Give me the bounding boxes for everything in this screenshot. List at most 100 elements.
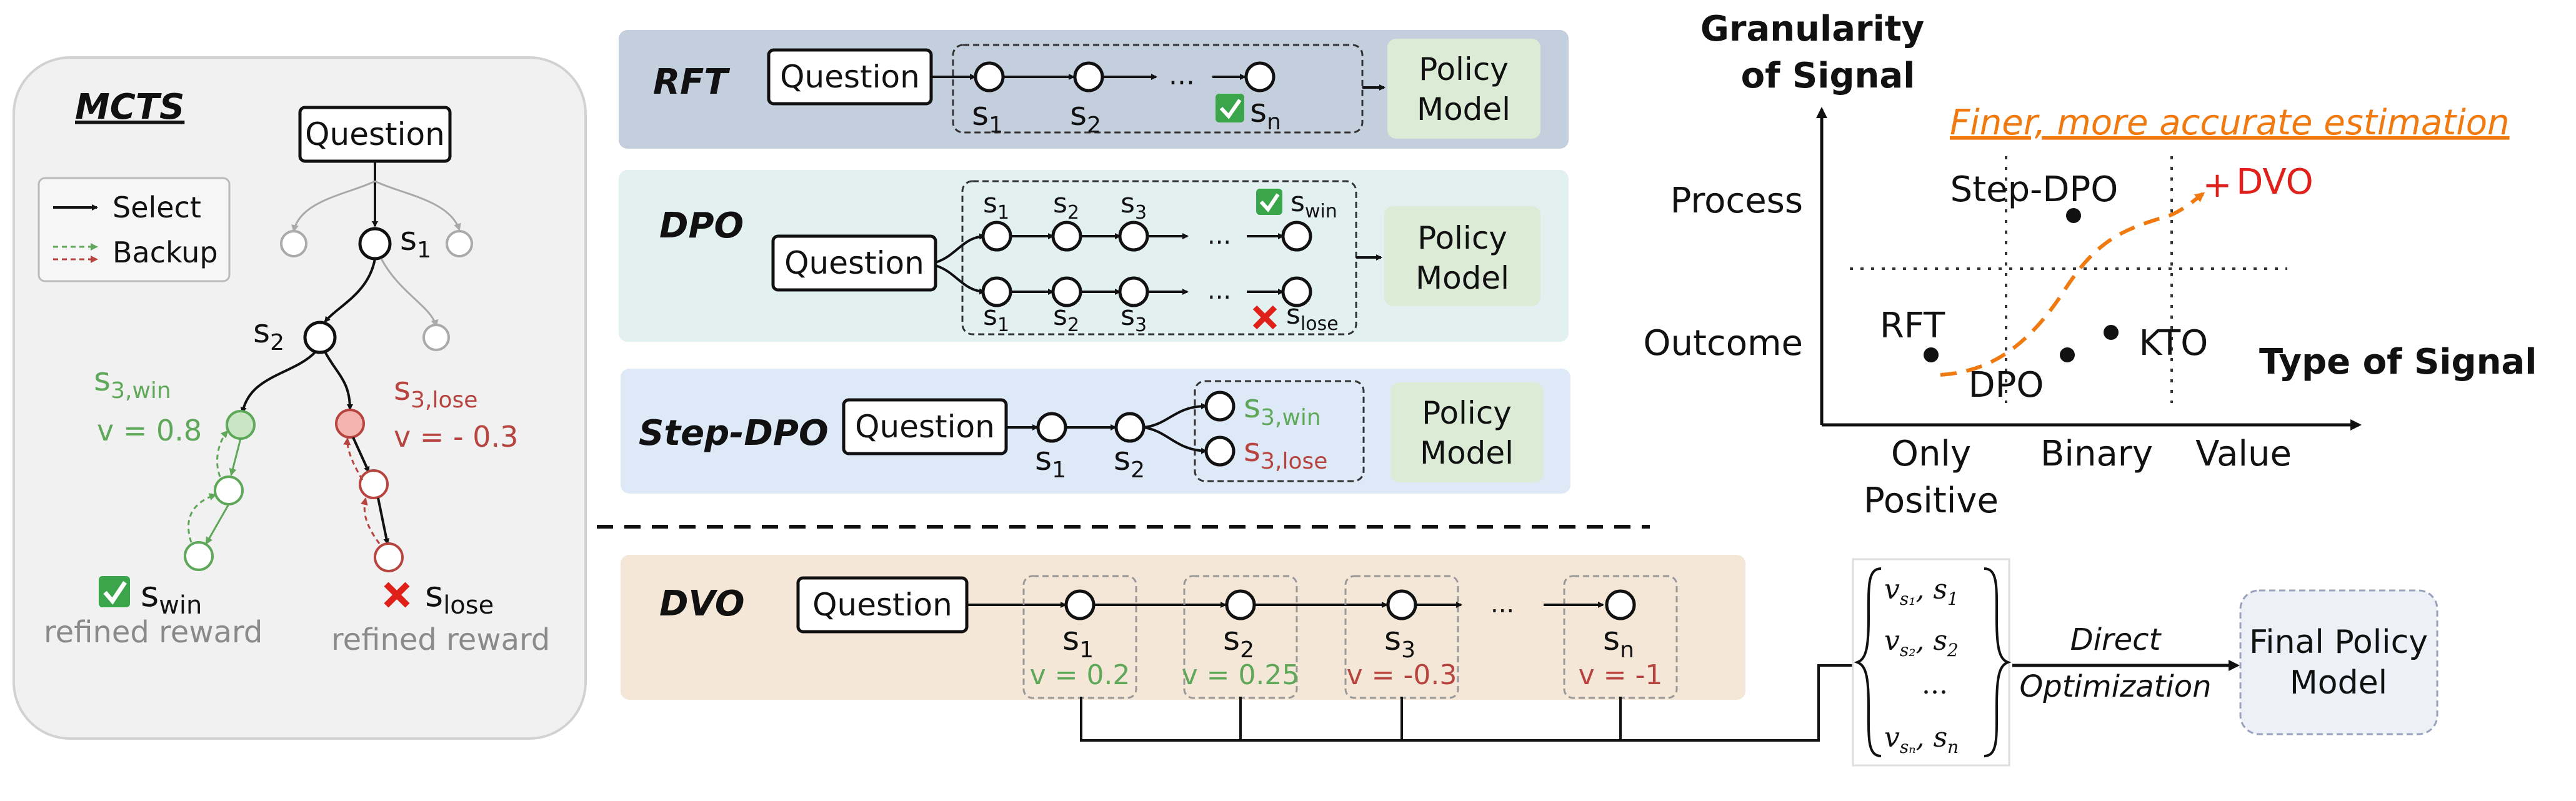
svg-text:Question: Question	[812, 587, 952, 623]
svg-text:s1: s1	[983, 300, 1009, 336]
s3win-value: v = 0.8	[97, 414, 202, 447]
svg-text:Value: Value	[2195, 434, 2292, 474]
legend-select: Select	[112, 191, 201, 224]
svg-text:of Signal: of Signal	[1741, 56, 1915, 96]
stepdpo-panel: Step-DPO Question s1 s2 s3,win s3,lose P…	[621, 369, 1570, 494]
svg-text:s2: s2	[1114, 440, 1145, 483]
svg-text:Only: Only	[1891, 434, 1971, 474]
svg-text:Policy: Policy	[1422, 395, 1512, 431]
svg-text:vs₂, s2: vs₂, s2	[1884, 625, 1959, 660]
svg-text:Policy: Policy	[1417, 220, 1507, 256]
final-policy-model: Final Policy Model	[2239, 589, 2439, 735]
dvo-step-node	[1225, 589, 1256, 620]
dvo-step-label: s1	[1062, 620, 1094, 663]
check-icon	[1216, 94, 1244, 122]
svg-text:vsₙ, sn: vsₙ, sn	[1884, 722, 1959, 757]
dvo-step-label: s2	[1223, 620, 1254, 663]
svg-text:Question: Question	[784, 245, 924, 281]
svg-text:KTO: KTO	[2139, 323, 2209, 364]
cross-icon	[384, 582, 410, 608]
svg-text:vs₁, s1: vs₁, s1	[1884, 574, 1959, 609]
value-matrix: vs₁, s1 vs₂, s2 ... vsₙ, sn	[1852, 558, 2012, 767]
svg-text:...: ...	[1207, 276, 1231, 305]
svg-text:Policy: Policy	[1419, 51, 1509, 87]
svg-text:Model: Model	[1415, 260, 1509, 296]
check-icon	[99, 576, 130, 607]
mcts-node-s3win	[226, 410, 256, 440]
cross-icon	[1252, 305, 1277, 330]
annotation: Finer, more accurate estimation	[1950, 102, 2510, 143]
point-stepdpo	[2066, 208, 2081, 223]
dvo-step-value: v = -1	[1579, 659, 1663, 691]
dvo-step-node	[1064, 589, 1096, 620]
rft-title: RFT	[653, 62, 730, 102]
dvo-step-node	[1605, 589, 1636, 620]
mcts-node-s3lose	[335, 409, 365, 439]
signal-landscape: Granularity of Signal Process Outcome On…	[1643, 9, 2537, 521]
dvo-title: DVO	[659, 584, 744, 624]
mcts-panel: MCTS Question Select Backup s1 s2 s3,win…	[12, 56, 587, 740]
svg-text:Question: Question	[780, 59, 920, 95]
svg-text:...: ...	[1207, 221, 1231, 250]
svg-text:swin: swin	[141, 574, 202, 620]
svg-text:Optimization: Optimization	[2019, 669, 2211, 704]
svg-text:s1: s1	[983, 187, 1009, 224]
slose-caption: refined reward	[331, 622, 550, 657]
dvo-step-node	[1386, 589, 1417, 620]
legend-backup: Backup	[112, 236, 218, 269]
svg-text:sn: sn	[1250, 92, 1281, 135]
svg-text:Process: Process	[1670, 181, 1803, 221]
svg-text:s2: s2	[253, 313, 284, 356]
svg-text:s1: s1	[1035, 440, 1066, 483]
svg-text:Step-DPO: Step-DPO	[1950, 169, 2119, 210]
svg-text:s3,lose: s3,lose	[394, 371, 477, 413]
x-axis-title: Type of Signal	[2259, 342, 2537, 382]
dvo-step-value: v = 0.25	[1182, 659, 1300, 691]
svg-text:Positive: Positive	[1864, 480, 1999, 521]
svg-text:DPO: DPO	[1969, 365, 2044, 405]
mcts-question: Question	[305, 116, 445, 152]
svg-text:s3: s3	[1121, 300, 1147, 336]
svg-text:RFT: RFT	[1880, 306, 1945, 346]
svg-text:s3,win: s3,win	[1244, 388, 1321, 430]
check-icon	[1256, 189, 1282, 215]
dvo-step-label: s3	[1384, 620, 1415, 663]
svg-text:...: ...	[1169, 59, 1195, 91]
svg-text:s3,lose: s3,lose	[1244, 432, 1327, 474]
svg-text:s1: s1	[972, 96, 1003, 138]
svg-text:s2: s2	[1053, 300, 1079, 336]
svg-text:Model: Model	[1417, 91, 1510, 127]
dvo-step-value: v = 0.2	[1030, 659, 1131, 691]
svg-text:Outcome: Outcome	[1643, 323, 1803, 364]
direct-optimization: Direct Optimization	[2012, 622, 2240, 704]
point-rft	[1924, 347, 1939, 362]
svg-text:Model: Model	[1420, 435, 1514, 471]
rft-panel: RFT Question ... s1 s2 sn Policy Model	[619, 30, 1569, 149]
svg-text:s2: s2	[1070, 96, 1101, 138]
svg-text:s3: s3	[1121, 187, 1147, 224]
svg-text:Binary: Binary	[2040, 434, 2153, 474]
dvo-star-icon: +	[2203, 165, 2232, 206]
svg-text:s1: s1	[400, 221, 431, 263]
svg-text:slose: slose	[425, 574, 494, 620]
svg-text:Question: Question	[855, 409, 995, 445]
svg-text:Final Policy: Final Policy	[2249, 624, 2428, 661]
dpo-title: DPO	[659, 206, 744, 246]
svg-text:DVO: DVO	[2236, 162, 2314, 202]
mcts-title: MCTS	[75, 87, 184, 127]
svg-text:Direct: Direct	[2070, 622, 2162, 657]
mcts-node-s1	[358, 227, 392, 261]
dvo-step-value: v = -0.3	[1347, 659, 1457, 691]
mcts-node-s2	[303, 321, 337, 354]
point-kto	[2104, 325, 2119, 340]
svg-text:s3,win: s3,win	[94, 361, 171, 404]
swin-caption: refined reward	[44, 615, 262, 650]
y-axis-title: Granularity	[1700, 9, 1924, 49]
svg-text:...: ...	[1490, 590, 1514, 619]
svg-text:...: ...	[1922, 669, 1948, 700]
s3lose-value: v = - 0.3	[394, 420, 518, 454]
svg-text:Model: Model	[2290, 664, 2387, 702]
dvo-panel: DVO Question s1v = 0.2 s2v = 0.25 s3v = -0…	[621, 555, 1862, 742]
